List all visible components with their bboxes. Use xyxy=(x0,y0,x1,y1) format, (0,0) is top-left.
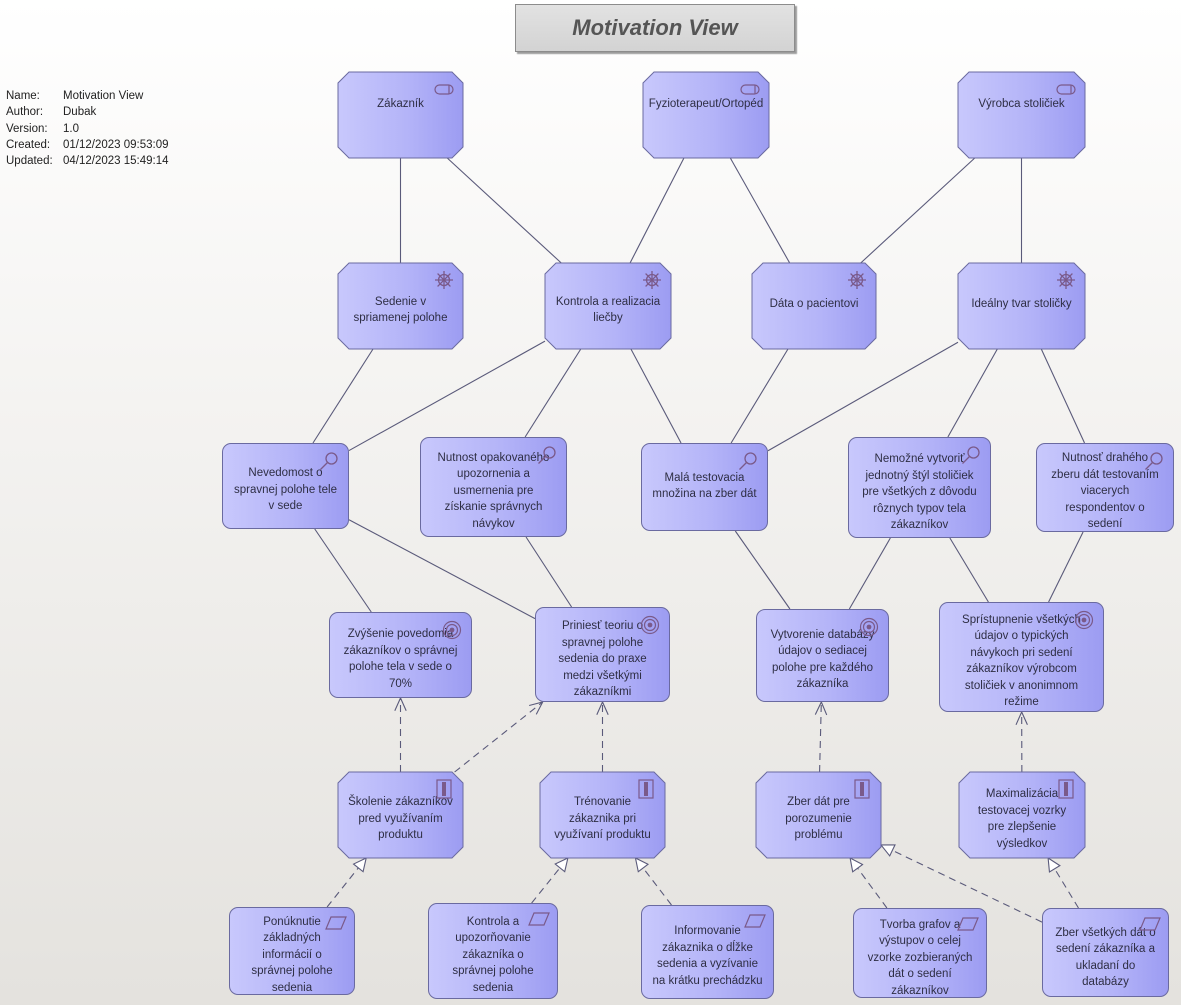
connector-association[interactable] xyxy=(1048,531,1084,603)
connector-realization[interactable] xyxy=(880,844,1043,923)
outcome-trenovanie[interactable]: Trénovanie zákaznika pri využívaní produ… xyxy=(540,772,665,858)
realization-arrowhead xyxy=(554,857,569,873)
influence-arrowhead xyxy=(814,700,828,716)
goal-icon xyxy=(1074,610,1094,630)
diagram-metadata: Name:Motivation View Author:Dubak Versio… xyxy=(6,88,169,169)
outcome-icon xyxy=(1056,779,1076,799)
stakeholder-zakaznik[interactable]: Zákazník xyxy=(338,72,463,158)
outcome-icon xyxy=(852,779,872,799)
connector-association[interactable] xyxy=(729,157,791,264)
driver-idealny-tvar[interactable]: Ideálny tvar stoličky xyxy=(958,263,1085,349)
connector-association[interactable] xyxy=(348,519,536,620)
connector-association[interactable] xyxy=(949,537,989,603)
requirement-icon xyxy=(325,915,347,935)
meta-row-author: Author:Dubak xyxy=(6,106,97,119)
requirement-icon xyxy=(957,916,979,936)
meta-row-updated: Updated:04/12/2023 15:49:14 xyxy=(6,155,169,168)
stakeholder-icon xyxy=(434,79,454,99)
driver-data-pacient[interactable]: Dáta o pacientovi xyxy=(752,263,876,349)
connector-association[interactable] xyxy=(848,537,891,610)
connector-association[interactable] xyxy=(947,348,998,438)
requirement-ponuknutie[interactable]: Ponúknutie základných informácií o správ… xyxy=(229,907,355,995)
requirement-tvorba-grafov[interactable]: Tvorba grafov a výstupov o celej vzorke … xyxy=(853,908,987,998)
connector-association[interactable] xyxy=(312,348,374,444)
connector-association[interactable] xyxy=(1040,348,1086,444)
realization-arrowhead xyxy=(634,856,649,873)
connector-association[interactable] xyxy=(767,341,959,452)
assessment-mala-testovacia[interactable]: Malá testovacia množina na zber dát xyxy=(641,443,768,531)
assessment-nutnost-draheho[interactable]: Nutnosť drahého zberu dát testovaním via… xyxy=(1036,443,1174,532)
requirement-icon xyxy=(528,911,550,931)
influence-arrowhead xyxy=(596,700,609,716)
influence-arrowhead xyxy=(1015,710,1028,726)
assessment-icon xyxy=(537,445,557,465)
driver-icon xyxy=(434,270,454,290)
realization-arrowhead xyxy=(849,856,864,873)
outcome-icon xyxy=(636,779,656,799)
connector-association[interactable] xyxy=(734,530,791,610)
connector-association[interactable] xyxy=(314,528,372,613)
outcome-skolenie[interactable]: Školenie zákazníkov pred využívaním prod… xyxy=(338,772,463,858)
goal-vytvorenie-databazy[interactable]: Vytvorenie databázy údajov o sediacej po… xyxy=(756,609,889,702)
stakeholder-icon xyxy=(740,79,760,99)
requirement-icon xyxy=(744,913,766,933)
driver-icon xyxy=(642,270,662,290)
goal-zvysenie-povedomia[interactable]: Zvýšenie povedomia zákazníkov o správnej… xyxy=(329,612,472,698)
connector-association[interactable] xyxy=(524,348,582,438)
goal-priniest-teoriu[interactable]: Priniesť teoriu o spravnej polohe sedeni… xyxy=(535,607,670,702)
connector-influence[interactable] xyxy=(454,701,544,773)
driver-icon xyxy=(1056,270,1076,290)
connector-association[interactable] xyxy=(348,340,546,452)
influence-arrowhead xyxy=(394,696,407,712)
stakeholder-vyrobca[interactable]: Výrobca stoličiek xyxy=(958,72,1085,158)
outcome-zber-dat-porozumenie[interactable]: Zber dát pre porozumenie problému xyxy=(756,772,881,858)
meta-row-version: Version:1.0 xyxy=(6,122,79,135)
driver-sedenie[interactable]: Sedenie v spriamenej polohe xyxy=(338,263,463,349)
assessment-icon xyxy=(319,451,339,471)
goal-icon xyxy=(859,617,879,637)
connector-association[interactable] xyxy=(860,157,976,264)
requirement-kontrola-upozornovanie[interactable]: Kontrola a upozorňovanie zákazníka o spr… xyxy=(428,903,558,999)
outcome-icon xyxy=(434,779,454,799)
connector-influence[interactable] xyxy=(819,701,822,773)
assessment-nutnost-opakovaneho[interactable]: Nutnost opakovaného upozornenia a usmern… xyxy=(420,437,567,537)
meta-row-created: Created:01/12/2023 09:53:09 xyxy=(6,138,169,151)
realization-arrowhead xyxy=(879,844,896,857)
goal-spristupnenie-udajov[interactable]: Sprístupnenie všetkých údajov o typickýc… xyxy=(939,602,1104,712)
requirement-zber-vsetkych-dat[interactable]: Zber všetkých dát o sedení zákazníka a u… xyxy=(1042,908,1169,997)
assessment-nemozne-vytvorit[interactable]: Nemožné vytvoriť jednotný štýl stoličiek… xyxy=(848,437,991,538)
goal-icon xyxy=(442,620,462,640)
diagram-title: Motivation View xyxy=(515,4,795,52)
driver-kontrola-liecby[interactable]: Kontrola a realizacia liečby xyxy=(545,263,671,349)
meta-row-name: Name:Motivation View xyxy=(6,90,144,102)
connector-association[interactable] xyxy=(629,157,685,264)
goal-icon xyxy=(640,615,660,635)
connector-association[interactable] xyxy=(730,348,789,444)
stakeholder-icon xyxy=(1056,79,1076,99)
stakeholder-fyzioterapeut[interactable]: Fyzioterapeut/Ortopéd xyxy=(643,72,769,158)
realization-arrowhead xyxy=(1047,856,1061,873)
connector-association[interactable] xyxy=(630,348,682,444)
assessment-icon xyxy=(961,445,981,465)
requirement-informovanie[interactable]: Informovanie zákaznika o dĺžke sedenia a… xyxy=(641,905,774,999)
assessment-nevedomost[interactable]: Nevedomost o spravnej polohe tele v sede xyxy=(222,443,349,529)
requirement-icon xyxy=(1139,916,1161,936)
driver-icon xyxy=(847,270,867,290)
assessment-icon xyxy=(1144,451,1164,471)
assessment-icon xyxy=(738,451,758,471)
realization-arrowhead xyxy=(352,857,367,873)
influence-arrowhead xyxy=(529,701,544,715)
connector-association[interactable] xyxy=(525,536,573,608)
outcome-maximalizacia[interactable]: Maximalizácia testovacej vozrky pre zlep… xyxy=(959,772,1085,858)
connector-association[interactable] xyxy=(446,157,562,264)
